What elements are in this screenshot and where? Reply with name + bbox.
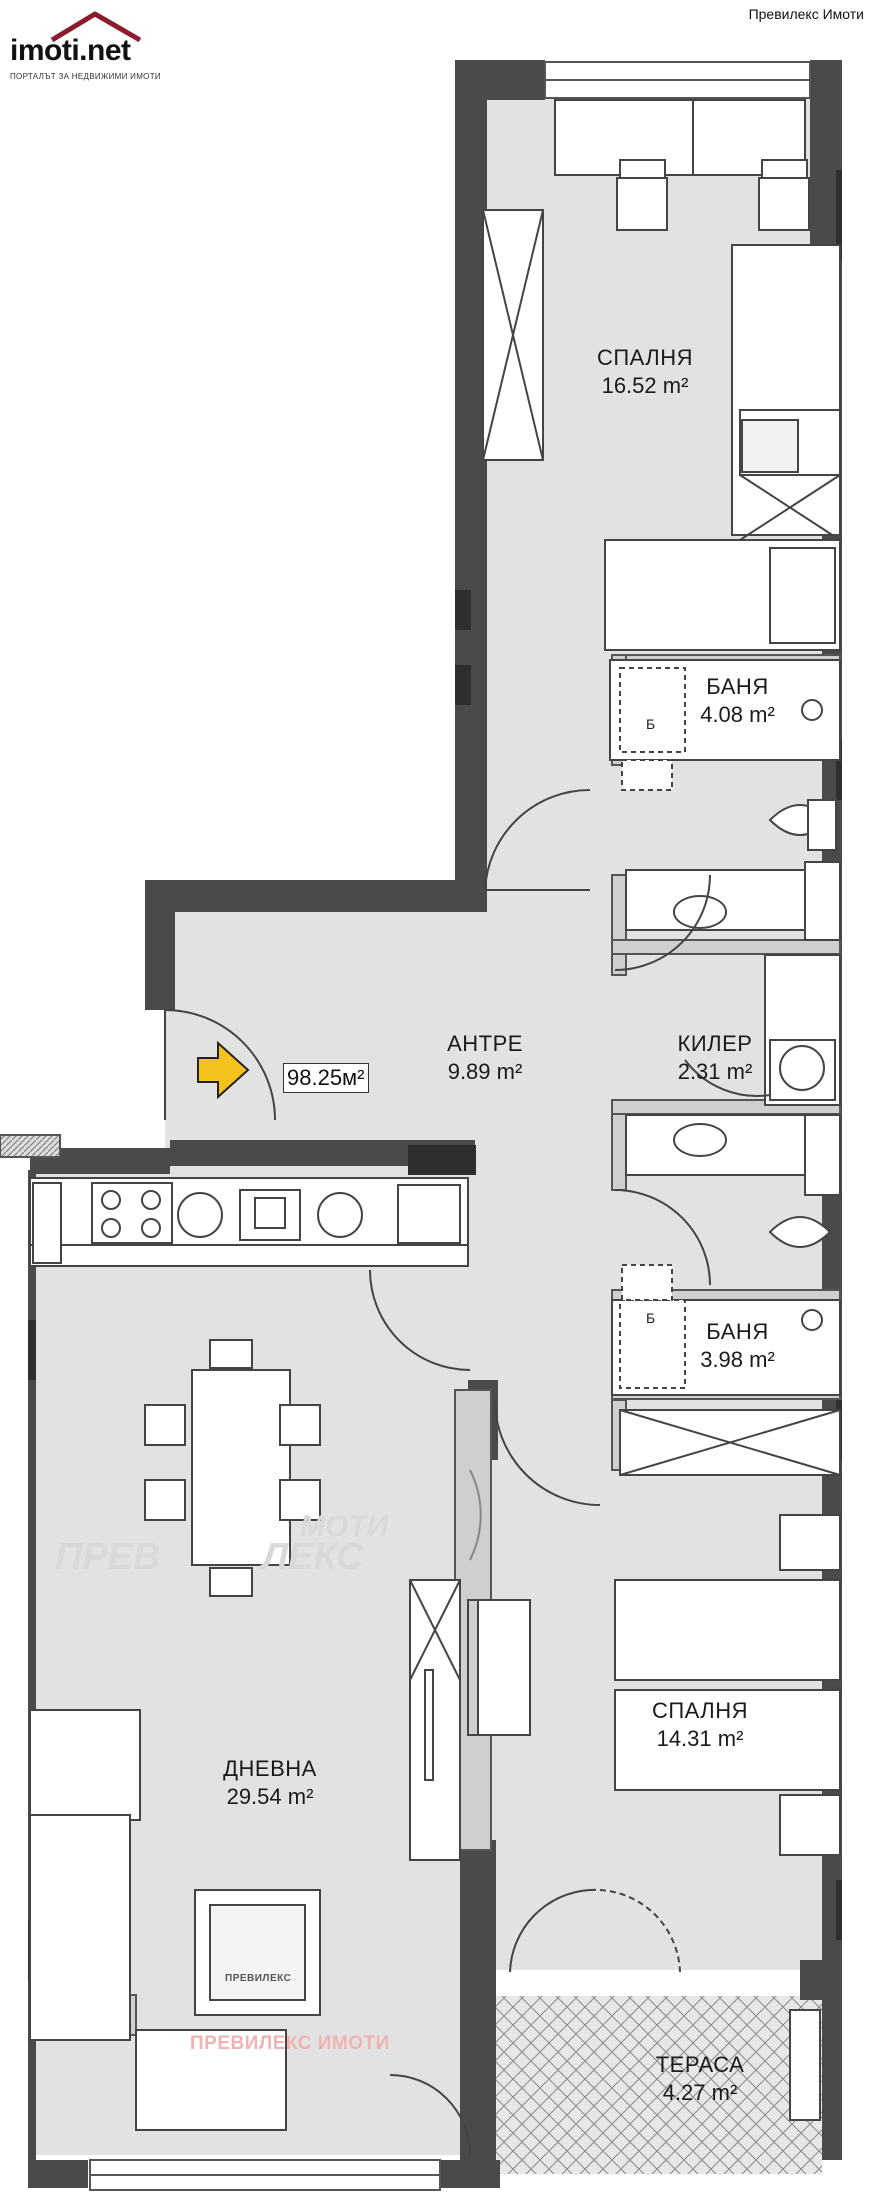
total-area-badge: 98.25м²: [283, 1063, 369, 1093]
watermark-footer: ПРЕВИЛЕКС ИМОТИ: [190, 2033, 390, 2054]
watermark-top: МОТИ: [300, 1510, 389, 1543]
room-name: СПАЛНЯ: [596, 345, 694, 370]
terrace-floor: [492, 1996, 822, 2174]
watermark-right: ЛЕКС: [262, 1536, 364, 1578]
bedroom1-furniture: [482, 99, 841, 651]
source-label: Превилекс Имоти: [748, 6, 864, 22]
room-name: БАНЯ: [706, 1319, 769, 1344]
kitchen-fixtures: [29, 1177, 469, 1267]
room-name: АНТРЕ: [447, 1031, 523, 1056]
shower-mark-bath1: Б: [646, 716, 656, 732]
logo-roof-icon: [50, 11, 142, 43]
terrace-radiator: [789, 2009, 821, 2121]
room-area: 3.98 m²: [700, 1347, 775, 1372]
room-area: 4.08 m²: [700, 702, 775, 727]
watermark-left: ПРЕВ: [55, 1536, 161, 1578]
room-name: БАНЯ: [706, 674, 769, 699]
entrance-arrow-icon: [197, 1040, 250, 1100]
room-name: ДНЕВНА: [223, 1756, 317, 1781]
logo-tagline: ПОРТАЛЪТ ЗА НЕДВИЖИМИ ИМОТИ: [10, 72, 161, 81]
watermark-stamp: ПРЕВИЛЕКС: [225, 1973, 292, 1984]
room-area: 29.54 m²: [226, 1784, 314, 1809]
bath2-fixtures: [611, 1114, 841, 1396]
dining-table: [144, 1339, 321, 1597]
shower-mark-bath2: Б: [646, 1310, 656, 1326]
room-label-storage: КИЛЕР 2.31 m²: [665, 1030, 765, 1086]
room-area: 9.89 m²: [447, 1059, 523, 1084]
bath1-fixtures: [609, 659, 841, 941]
site-logo[interactable]: imoti.net ПОРТАЛЪТ ЗА НЕДВИЖИМИ ИМОТИ: [10, 14, 180, 84]
room-area: 2.31 m²: [677, 1059, 753, 1084]
door-swings: [164, 788, 771, 2156]
room-label-terrace: ТЕРАСА 4.27 m²: [620, 2051, 780, 2107]
room-label-bedroom1: СПАЛНЯ 16.52 m²: [565, 344, 725, 400]
room-area: 4.27 m²: [662, 2080, 738, 2105]
room-name: КИЛЕР: [677, 1031, 753, 1056]
room-name: ТЕРАСА: [655, 2052, 745, 2077]
storage-fixtures: [764, 954, 841, 1106]
room-area: 16.52 m²: [601, 373, 689, 398]
logo-brand: imoti.net: [10, 34, 131, 67]
living-furniture: [29, 1579, 461, 2131]
room-area: 14.31 m²: [656, 1726, 744, 1751]
room-label-hall: АНТРЕ 9.89 m²: [420, 1030, 550, 1086]
room-label-living: ДНЕВНА 29.54 m²: [190, 1755, 350, 1811]
room-label-bath2: БАНЯ 3.98 m²: [675, 1318, 800, 1374]
room-label-bath1: БАНЯ 4.08 m²: [675, 673, 800, 729]
bedroom2-furniture: [467, 1409, 841, 1856]
windows: [0, 61, 811, 2191]
room-name: СПАЛНЯ: [651, 1698, 749, 1723]
room-label-bedroom2: СПАЛНЯ 14.31 m²: [620, 1697, 780, 1753]
